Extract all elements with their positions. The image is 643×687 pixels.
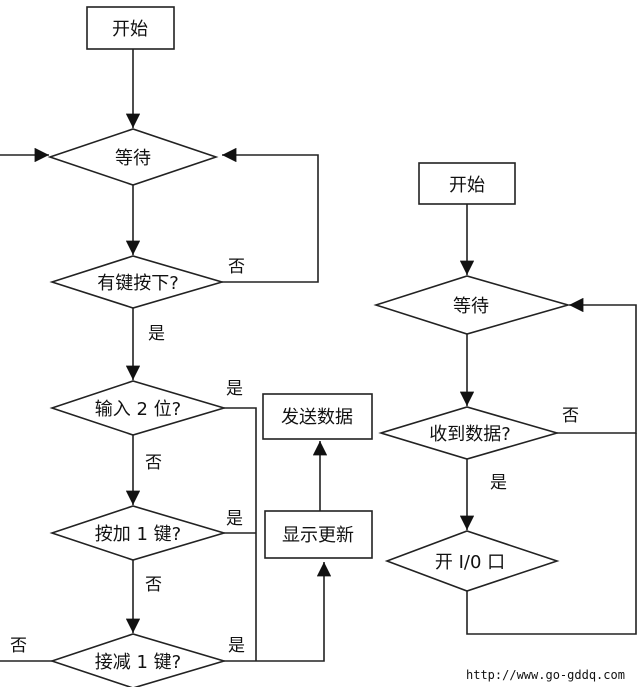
press-sub-yes-label: 是: [228, 636, 245, 656]
left-start-box: [86, 6, 175, 50]
press-sub-label: 接减 1 键?: [95, 652, 181, 673]
edge-yes-to-showupdate: [224, 562, 332, 662]
press-add-no-label: 否: [145, 575, 162, 595]
left-wait-label: 等待: [115, 148, 151, 169]
key-pressed-no-label: 否: [228, 257, 245, 277]
send-data-box: [262, 393, 373, 440]
data-received-label: 收到数据?: [429, 424, 511, 445]
watermark-url: http://www.go-gddq.com: [466, 668, 625, 682]
send-data-label: 发送数据: [281, 407, 353, 428]
right-wait-diamond: [373, 275, 571, 335]
edge-openio-return: [466, 433, 637, 635]
right-wait-label: 等待: [453, 296, 489, 317]
right-start-label: 开始: [449, 175, 485, 196]
press-sub-no-label: 否: [10, 636, 27, 656]
press-add-yes-label: 是: [226, 509, 243, 529]
yes-bus-line: [224, 407, 257, 661]
input-two-no-label: 否: [145, 453, 162, 473]
left-wait-diamond: [47, 128, 219, 186]
show-update-box: [264, 510, 373, 559]
edge-received-no-loop: [557, 297, 637, 434]
input-two-label: 输入 2 位?: [95, 399, 181, 420]
open-io-diamond: [384, 530, 560, 592]
edge-keypressed-no-loop: [222, 147, 319, 283]
key-pressed-label: 有键按下?: [97, 273, 179, 294]
left-flowchart: 开始 等待 有键按下? 否 是 输入 2 位? 是 否 按加 1 键? 是 否: [0, 6, 373, 687]
press-add-label: 按加 1 键?: [95, 524, 181, 545]
open-io-label: 开 I/0 口: [435, 552, 505, 573]
key-pressed-yes-label: 是: [148, 324, 165, 344]
data-received-no-label: 否: [562, 406, 579, 426]
left-start-label: 开始: [112, 19, 148, 40]
right-flowchart: 开始 等待 收到数据? 否 是 开 I/0 口: [373, 162, 637, 635]
data-received-yes-label: 是: [490, 473, 507, 493]
show-update-label: 显示更新: [282, 525, 354, 546]
input-two-yes-label: 是: [226, 379, 243, 399]
right-start-box: [418, 162, 516, 205]
